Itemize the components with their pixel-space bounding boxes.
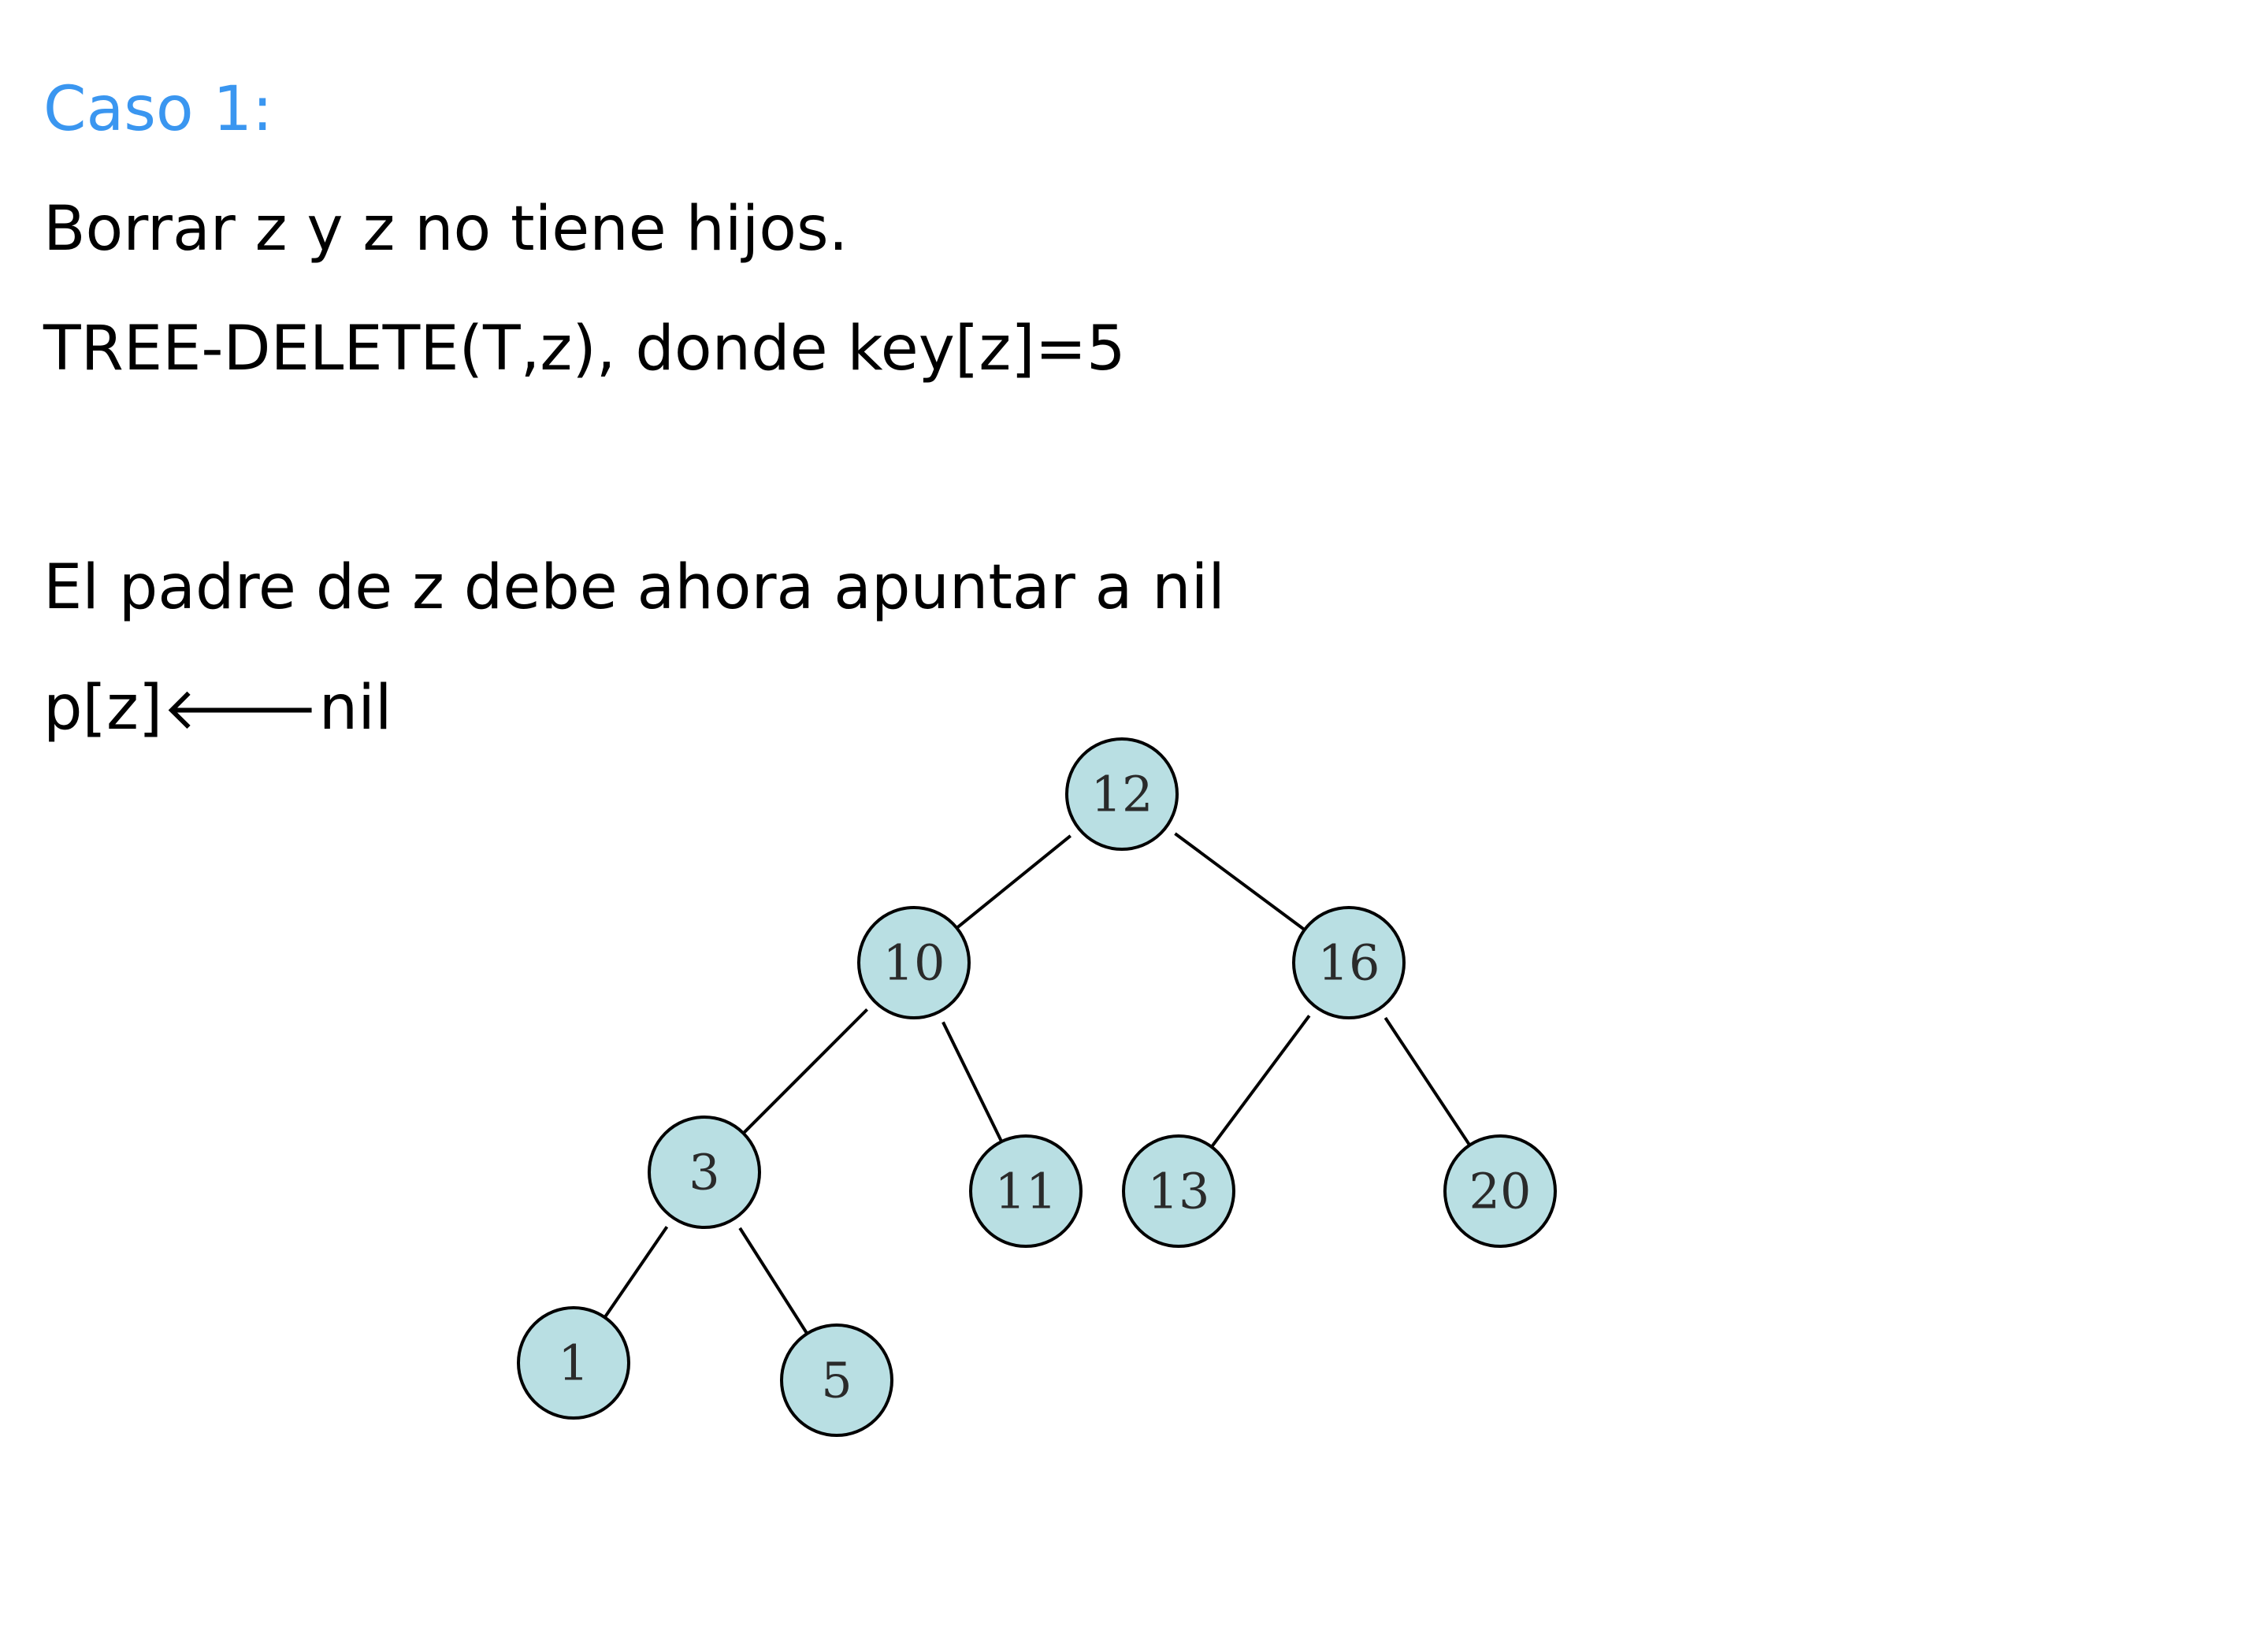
tree-edge-n12-n16 (1174, 832, 1307, 933)
text-line-padre: El padre de z debe ahora apuntar a nil (43, 552, 1225, 623)
tree-node-20: 20 (1443, 1134, 1557, 1248)
tree-node-12: 12 (1065, 737, 1179, 851)
tree-node-label: 16 (1318, 934, 1380, 992)
tree-node-label: 3 (689, 1144, 719, 1201)
tree-node-10: 10 (857, 906, 971, 1019)
tree-edge-n16-n13 (1209, 1015, 1311, 1149)
tree-node-circle (1065, 737, 1179, 851)
tree-node-5: 5 (780, 1323, 893, 1437)
tree-edges (602, 832, 1473, 1336)
tree-node-circle (857, 906, 971, 1019)
tree-node-11: 11 (969, 1134, 1083, 1248)
tree-node-1: 1 (517, 1306, 630, 1420)
tree-node-16: 16 (1292, 906, 1406, 1019)
tree-node-label: 1 (558, 1335, 589, 1392)
tree-edge-n12-n10 (954, 834, 1072, 930)
text-line-tree-delete: TREE-DELETE(T,z), donde key[z]=5 (43, 314, 1126, 384)
tree-node-circle (969, 1134, 1083, 1248)
assignment-value: nil (318, 673, 392, 744)
text-line-assignment: p[z]🡐nil (43, 678, 392, 739)
tree-node-circle (517, 1306, 630, 1420)
tree-edge-n3-n5 (738, 1227, 810, 1336)
text-line-borrar: Borrar z y z no tiene hijos. (43, 194, 849, 265)
tree-node-label: 12 (1091, 766, 1153, 823)
tree-node-circle (1122, 1134, 1235, 1248)
tree-node-3: 3 (648, 1116, 761, 1229)
left-arrow-icon: 🡐 (162, 675, 319, 743)
tree-node-circle (1292, 906, 1406, 1019)
tree-node-circle (648, 1116, 761, 1229)
tree-node-circle (780, 1323, 893, 1437)
slide-heading: Caso 1: (43, 74, 273, 145)
tree-node-label: 13 (1148, 1163, 1210, 1220)
tree-edge-n3-n1 (602, 1226, 669, 1320)
tree-edge-n10-n3 (741, 1008, 869, 1136)
tree-edge-n16-n20 (1383, 1016, 1473, 1148)
tree-node-label: 5 (821, 1352, 852, 1409)
tree-node-label: 10 (883, 934, 945, 992)
tree-edge-n10-n11 (942, 1021, 1004, 1144)
tree-node-13: 13 (1122, 1134, 1235, 1248)
assignment-target: p[z] (43, 673, 163, 744)
tree-node-label: 20 (1469, 1163, 1532, 1220)
tree-node-label: 11 (995, 1163, 1057, 1220)
tree-node-circle (1443, 1134, 1557, 1248)
tree-nodes: 12 10 16 3 11 13 20 1 5 (517, 737, 1557, 1437)
